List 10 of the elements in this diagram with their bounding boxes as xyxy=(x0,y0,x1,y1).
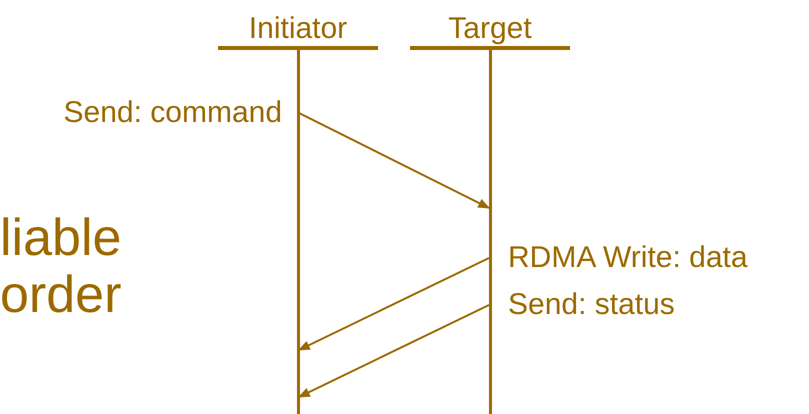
message-label: Send: command xyxy=(64,96,282,130)
lifeline-header: Initiator xyxy=(218,12,378,50)
message-arrow xyxy=(298,257,490,351)
lifeline-header: Target xyxy=(410,12,570,50)
message-label: Send: status xyxy=(508,288,675,322)
heading-text: liable xyxy=(0,208,122,268)
message-arrow xyxy=(298,112,490,209)
message-label: RDMA Write: data xyxy=(508,241,748,275)
heading-text: order xyxy=(0,265,122,325)
message-arrow xyxy=(298,304,490,398)
